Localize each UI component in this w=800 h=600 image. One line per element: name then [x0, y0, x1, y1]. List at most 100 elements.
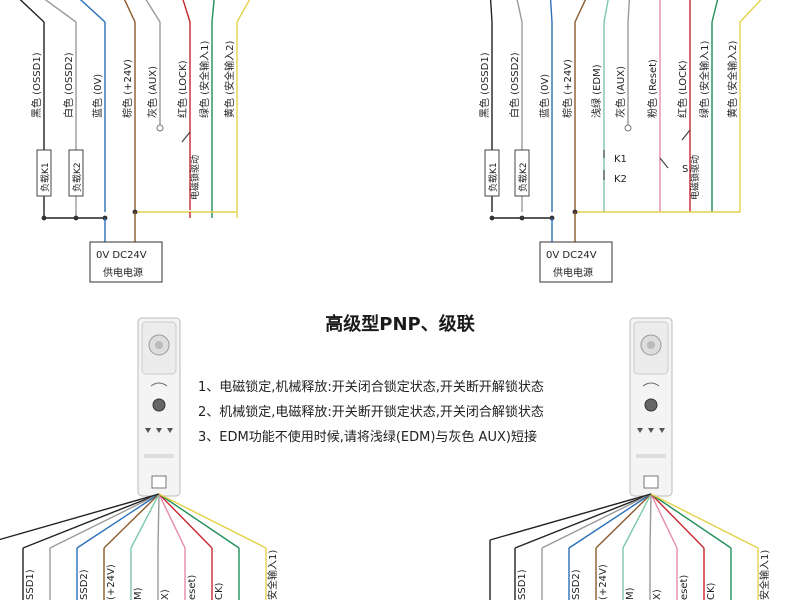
load-box-1	[36, 149, 52, 197]
fan-wire-green	[650, 493, 732, 549]
load-box-2	[514, 149, 530, 197]
fan-wire-black	[22, 493, 160, 549]
bottom-right-diagram: SSD1)SSD2)(+24V)M)X)eset)CK)安全输入1)	[489, 317, 771, 600]
wire-label-2: 蓝色 (0V)	[538, 74, 551, 118]
wire-brown-top	[574, 0, 587, 23]
fan-wire-brown	[595, 493, 652, 549]
wire-label-3: 棕色 (+24V)	[561, 59, 574, 118]
reset-switch-label: S	[682, 164, 688, 175]
fan-label-0: SSD1)	[25, 569, 36, 600]
fan-wire-red	[158, 493, 213, 549]
wire-label-4: 灰色 (AUX)	[146, 66, 159, 118]
fan-wire-gray	[649, 493, 652, 549]
fan-wire-green	[158, 493, 240, 549]
wire-label-0: 黑色 (OSSD1)	[478, 52, 491, 118]
fan-wire-brown	[103, 493, 160, 549]
wire-label-0: 黑色 (OSSD1)	[30, 52, 43, 118]
fan-label-6: CK)	[706, 582, 717, 600]
fan-label-2: (+24V)	[106, 564, 117, 600]
wire-black-top	[489, 0, 493, 23]
sensor-lens-core	[647, 341, 655, 349]
indicator-icon	[648, 428, 654, 433]
note-2: 2、机械锁定,电磁释放:开关断开锁定状态,开关闭合解锁状态	[198, 405, 544, 420]
contact-k1-label: K1	[614, 154, 627, 165]
wire-label-8: 绿色 (安全输入1)	[698, 41, 711, 118]
cable-gland	[151, 475, 167, 489]
diagram-title: 高级型PNP、级联	[325, 314, 475, 335]
fan-wire-lightgreen	[130, 493, 160, 549]
power-supply-voltage: 0V DC24V	[546, 250, 597, 261]
load-box-1	[484, 149, 500, 197]
fan-wire-pink	[158, 493, 186, 549]
bottom-left-diagram: SSD1)SSD2)(+24V)M)X)eset)CK)安全输入1)	[0, 317, 279, 600]
wire-label-6: 绿色 (安全输入1)	[198, 41, 211, 118]
fan-label-7: 安全输入1)	[266, 550, 279, 600]
wire-blue-top	[79, 0, 106, 23]
fan-label-5: eset)	[679, 575, 690, 600]
wire-red-top	[182, 0, 191, 23]
load-label-1: 负载K1	[487, 162, 499, 192]
power-supply-voltage: 0V DC24V	[96, 250, 147, 261]
indicator-icon	[659, 428, 665, 433]
wire-black-top	[19, 0, 45, 23]
wire-yellow-top	[739, 0, 762, 23]
fan-label-3: M)	[133, 587, 144, 600]
cable-gland	[643, 475, 659, 489]
fan-wire-white	[49, 493, 160, 549]
wireless-icon	[150, 382, 168, 387]
junction-dot	[489, 215, 495, 221]
wire-yellow-top	[236, 0, 251, 23]
wire-green-top	[711, 0, 719, 23]
load-label-2: 负载K2	[71, 162, 83, 192]
fan-wire-white	[541, 493, 652, 549]
wire-label-3: 棕色 (+24V)	[121, 59, 134, 118]
power-supply-box	[539, 241, 613, 283]
fan-wire-yellow	[158, 493, 267, 549]
wire-lightgreen-top	[603, 0, 609, 23]
fan-wire-gray	[157, 493, 160, 549]
wire-white-top	[44, 0, 77, 23]
wireless-icon	[642, 382, 660, 387]
sensor-button	[152, 398, 166, 412]
fan-label-3: M)	[625, 587, 636, 600]
fan-label-2: (+24V)	[598, 564, 609, 600]
aux-terminal	[624, 124, 632, 132]
power-supply-label: 供电电源	[103, 266, 143, 279]
wire-label-1: 白色 (OSSD2)	[508, 52, 521, 118]
sensor-button	[644, 398, 658, 412]
fan-wire-red	[650, 493, 705, 549]
fan-wire-pink	[650, 493, 678, 549]
load-box-2	[68, 149, 84, 197]
fan-label-4: X)	[652, 589, 663, 600]
wire-green-top	[211, 0, 215, 23]
lock-switch	[181, 131, 191, 143]
device-stripe	[144, 454, 174, 458]
wire-label-5: 灰色 (AUX)	[614, 66, 627, 118]
lock-device-label: 电磁锁驱动	[189, 155, 201, 200]
lock-device-label: 电磁锁驱动	[689, 155, 701, 200]
fan-wire-lightgreen	[622, 493, 652, 549]
wire-label-4: 浅绿 (EDM)	[590, 64, 603, 118]
fan-wire-black-far	[0, 493, 160, 541]
indicator-icon	[156, 428, 162, 433]
fan-label-0: SSD1)	[517, 569, 528, 600]
fan-label-4: X)	[160, 589, 171, 600]
wire-label-7: 黄色 (安全输入2)	[223, 41, 236, 118]
device-stripe	[636, 454, 666, 458]
junction-dot	[41, 215, 47, 221]
indicator-icon	[145, 428, 151, 433]
fan-label-5: eset)	[187, 575, 198, 600]
fan-label-1: SSD2)	[79, 569, 90, 600]
contact-k2-label: K2	[614, 174, 627, 185]
fan-label-7: 安全输入1)	[758, 550, 771, 600]
aux-terminal	[156, 124, 164, 132]
fan-wire-blue	[568, 493, 652, 549]
wire-label-2: 蓝色 (0V)	[91, 74, 104, 118]
wire-gray-top	[145, 0, 161, 23]
wire-label-5: 红色 (LOCK)	[176, 60, 189, 118]
fan-wire-black-far	[489, 493, 652, 541]
wire-label-9: 黄色 (安全输入2)	[726, 41, 739, 118]
top-right-diagram: 黑色 (OSSD1) 白色 (OSSD2) 蓝色 (0V) 棕色 (+24V) 浅绿 (…	[478, 0, 762, 283]
wire-label-1: 白色 (OSSD2)	[62, 52, 75, 118]
top-left-diagram: 黑色 (OSSD1) 白色 (OSSD2) 蓝色 (0V) 棕色 (+24V) 灰色 (…	[19, 0, 251, 283]
